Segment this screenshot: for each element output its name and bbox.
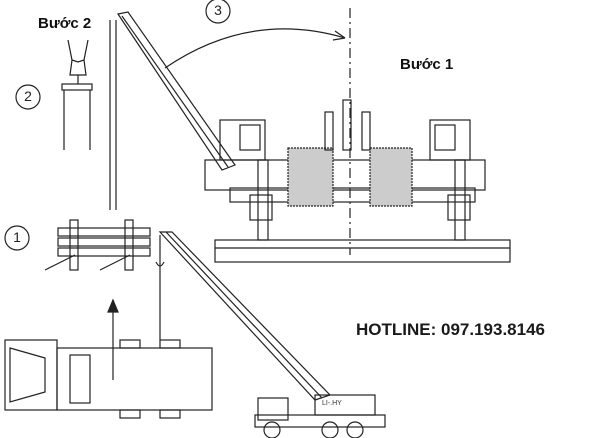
- marker-1-label: 1: [13, 229, 21, 245]
- arrow-head-icon: [332, 30, 346, 41]
- marker-3-label: 3: [214, 2, 222, 18]
- hotline-text: HOTLINE: 097.193.8146: [356, 320, 545, 339]
- marker-3-circle: [205, 0, 231, 24]
- pile-driving-machine: [204, 99, 511, 263]
- mobile-crane: [158, 231, 386, 438]
- crane-boom: [117, 11, 236, 171]
- step-2-label: Bước 2: [38, 15, 92, 32]
- marker-2-circle: [15, 84, 41, 110]
- up-arrow-icon: [107, 298, 119, 313]
- pile-gripper: [61, 39, 93, 150]
- marker-2-label: 2: [24, 88, 32, 104]
- crane-plate: LI-.HY: [322, 400, 342, 407]
- pile-stack: [44, 219, 151, 271]
- rotation-arrow: [164, 28, 346, 69]
- step-1-label: Bước 1: [400, 56, 454, 73]
- truck-top-view: [4, 339, 213, 419]
- marker-1-circle: [4, 225, 30, 251]
